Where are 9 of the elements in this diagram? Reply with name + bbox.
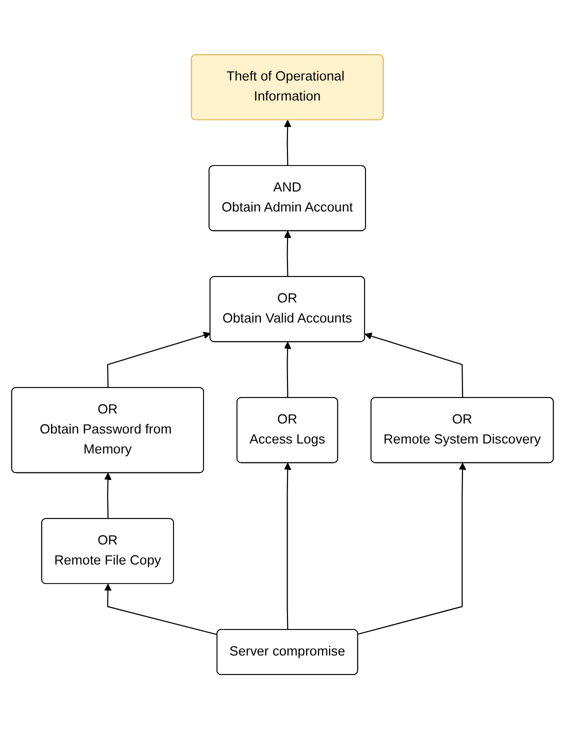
arrow [104, 472, 112, 519]
arrow [364, 332, 464, 398]
arrow [284, 120, 292, 166]
arrow [107, 332, 211, 388]
arrow [284, 342, 292, 398]
arrow [284, 462, 292, 630]
arrow [284, 230, 292, 277]
arrow [104, 584, 218, 636]
arrow [358, 462, 466, 635]
